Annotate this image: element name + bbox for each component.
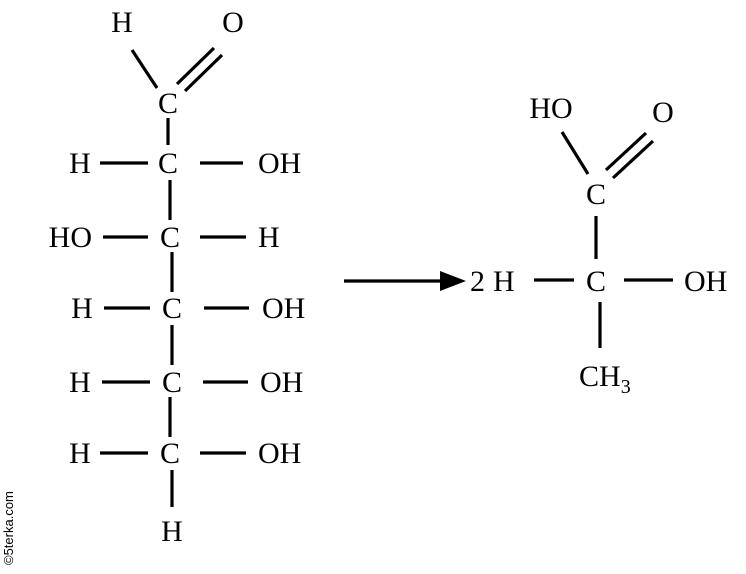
carbon-c2: C: [158, 147, 178, 180]
c5-left-group: H: [69, 366, 91, 399]
bond-carboxyl-o-a: [604, 131, 648, 172]
carbon-c3: C: [160, 221, 180, 254]
lactic-right-group: OH: [684, 265, 727, 298]
watermark: ©5terka.com: [1, 491, 16, 565]
methyl-group: CH3: [579, 360, 631, 398]
glucose-row-c2: H C OH: [69, 147, 301, 180]
bond-c1-o-a: [175, 46, 216, 86]
methyl-subscript: 3: [621, 376, 631, 398]
c6-left-group: H: [69, 437, 91, 470]
c4-right-group: OH: [262, 292, 305, 325]
glucose-row-c3: HO C H: [49, 221, 280, 254]
stoichiometric-coefficient: 2: [470, 265, 485, 298]
reaction-arrow: [344, 271, 466, 291]
glucose-row-c4: H C OH: [71, 292, 305, 325]
lactic-carbon-carboxyl: C: [586, 178, 606, 211]
carboxyl-hydroxyl: HO: [529, 92, 572, 125]
c5-right-group: OH: [260, 366, 303, 399]
c2-left-group: H: [69, 147, 91, 180]
c3-left-group: HO: [49, 221, 92, 254]
bottom-hydrogen: H: [161, 515, 183, 548]
aldehyde-hydrogen: H: [111, 6, 133, 39]
methyl-ch: CH: [579, 360, 621, 393]
carbon-c1: C: [158, 87, 178, 120]
lactic-left-group: H: [493, 265, 515, 298]
carbon-c6: C: [160, 437, 180, 470]
bond-carboxyl-oh: [560, 131, 590, 175]
bond-c1-o-b: [183, 53, 224, 93]
c3-right-group: H: [258, 221, 280, 254]
carboxyl-oxygen: O: [652, 96, 674, 129]
glucose-row-c5: H C OH: [69, 366, 303, 399]
lactic-acid-structure: 2 H C OH HO O C CH3: [470, 92, 727, 398]
c4-left-group: H: [71, 292, 93, 325]
carbon-c5: C: [162, 366, 182, 399]
carbon-c4: C: [162, 292, 182, 325]
glucose-structure: H O C H C OH HO C H H: [49, 6, 306, 548]
c6-right-group: OH: [258, 437, 301, 470]
bond-carboxyl-o-b: [611, 139, 655, 180]
aldehyde-oxygen: O: [222, 6, 244, 39]
bond-c1-h: [130, 49, 159, 89]
lactic-carbon-alpha: C: [586, 265, 606, 298]
arrow-head: [440, 271, 466, 291]
c2-right-group: OH: [258, 147, 301, 180]
glucose-row-c6: H C OH: [69, 437, 301, 470]
